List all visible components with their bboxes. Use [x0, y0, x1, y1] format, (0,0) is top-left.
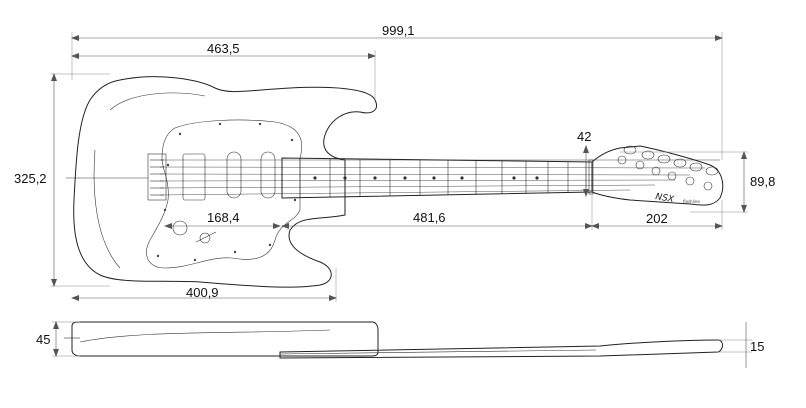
body-side-contour — [79, 329, 331, 343]
pickguard-screws — [156, 122, 297, 262]
bridge-saddles — [150, 159, 164, 196]
strings — [159, 159, 720, 196]
label-headstock-thickness: 15 — [750, 339, 764, 354]
tuning-pegs — [617, 145, 719, 191]
label-body-thickness: 45 — [36, 332, 50, 347]
label-body-bottom-width: 400,9 — [186, 285, 219, 300]
label-headstock-width: 89,8 — [750, 174, 775, 189]
label-pickup-to-edge: 168,4 — [207, 210, 240, 225]
neck-side-profile — [279, 339, 723, 359]
headstock — [591, 145, 724, 206]
fretboard-side — [279, 349, 597, 355]
pickguard — [146, 119, 303, 269]
tone-knob-1 — [199, 232, 211, 244]
selector-switch — [195, 231, 217, 243]
dimension-lines — [50, 32, 752, 368]
middle-single-coil — [226, 151, 242, 199]
label-overall-length: 999,1 — [382, 23, 415, 38]
neck-single-coil — [260, 151, 276, 199]
label-body-width: 325,2 — [14, 171, 47, 186]
nut — [588, 159, 594, 195]
top-view: NSX flashline — [66, 76, 724, 288]
fret-markers — [313, 176, 539, 180]
label-body-length: 463,5 — [207, 41, 240, 56]
frets — [299, 158, 587, 198]
headstock-brand: flashline — [683, 199, 700, 204]
guitar-body-outline — [73, 76, 377, 288]
bridge-humbucker — [182, 153, 206, 201]
body-bevel-line — [93, 92, 206, 269]
label-neck-length: 481,6 — [413, 210, 446, 225]
side-view — [64, 321, 723, 359]
label-nut-width: 42 — [577, 129, 591, 144]
label-headstock-length: 202 — [646, 211, 668, 226]
volume-knob — [172, 220, 188, 236]
headstock-logo: NSX — [654, 192, 675, 205]
bridge — [147, 153, 167, 201]
